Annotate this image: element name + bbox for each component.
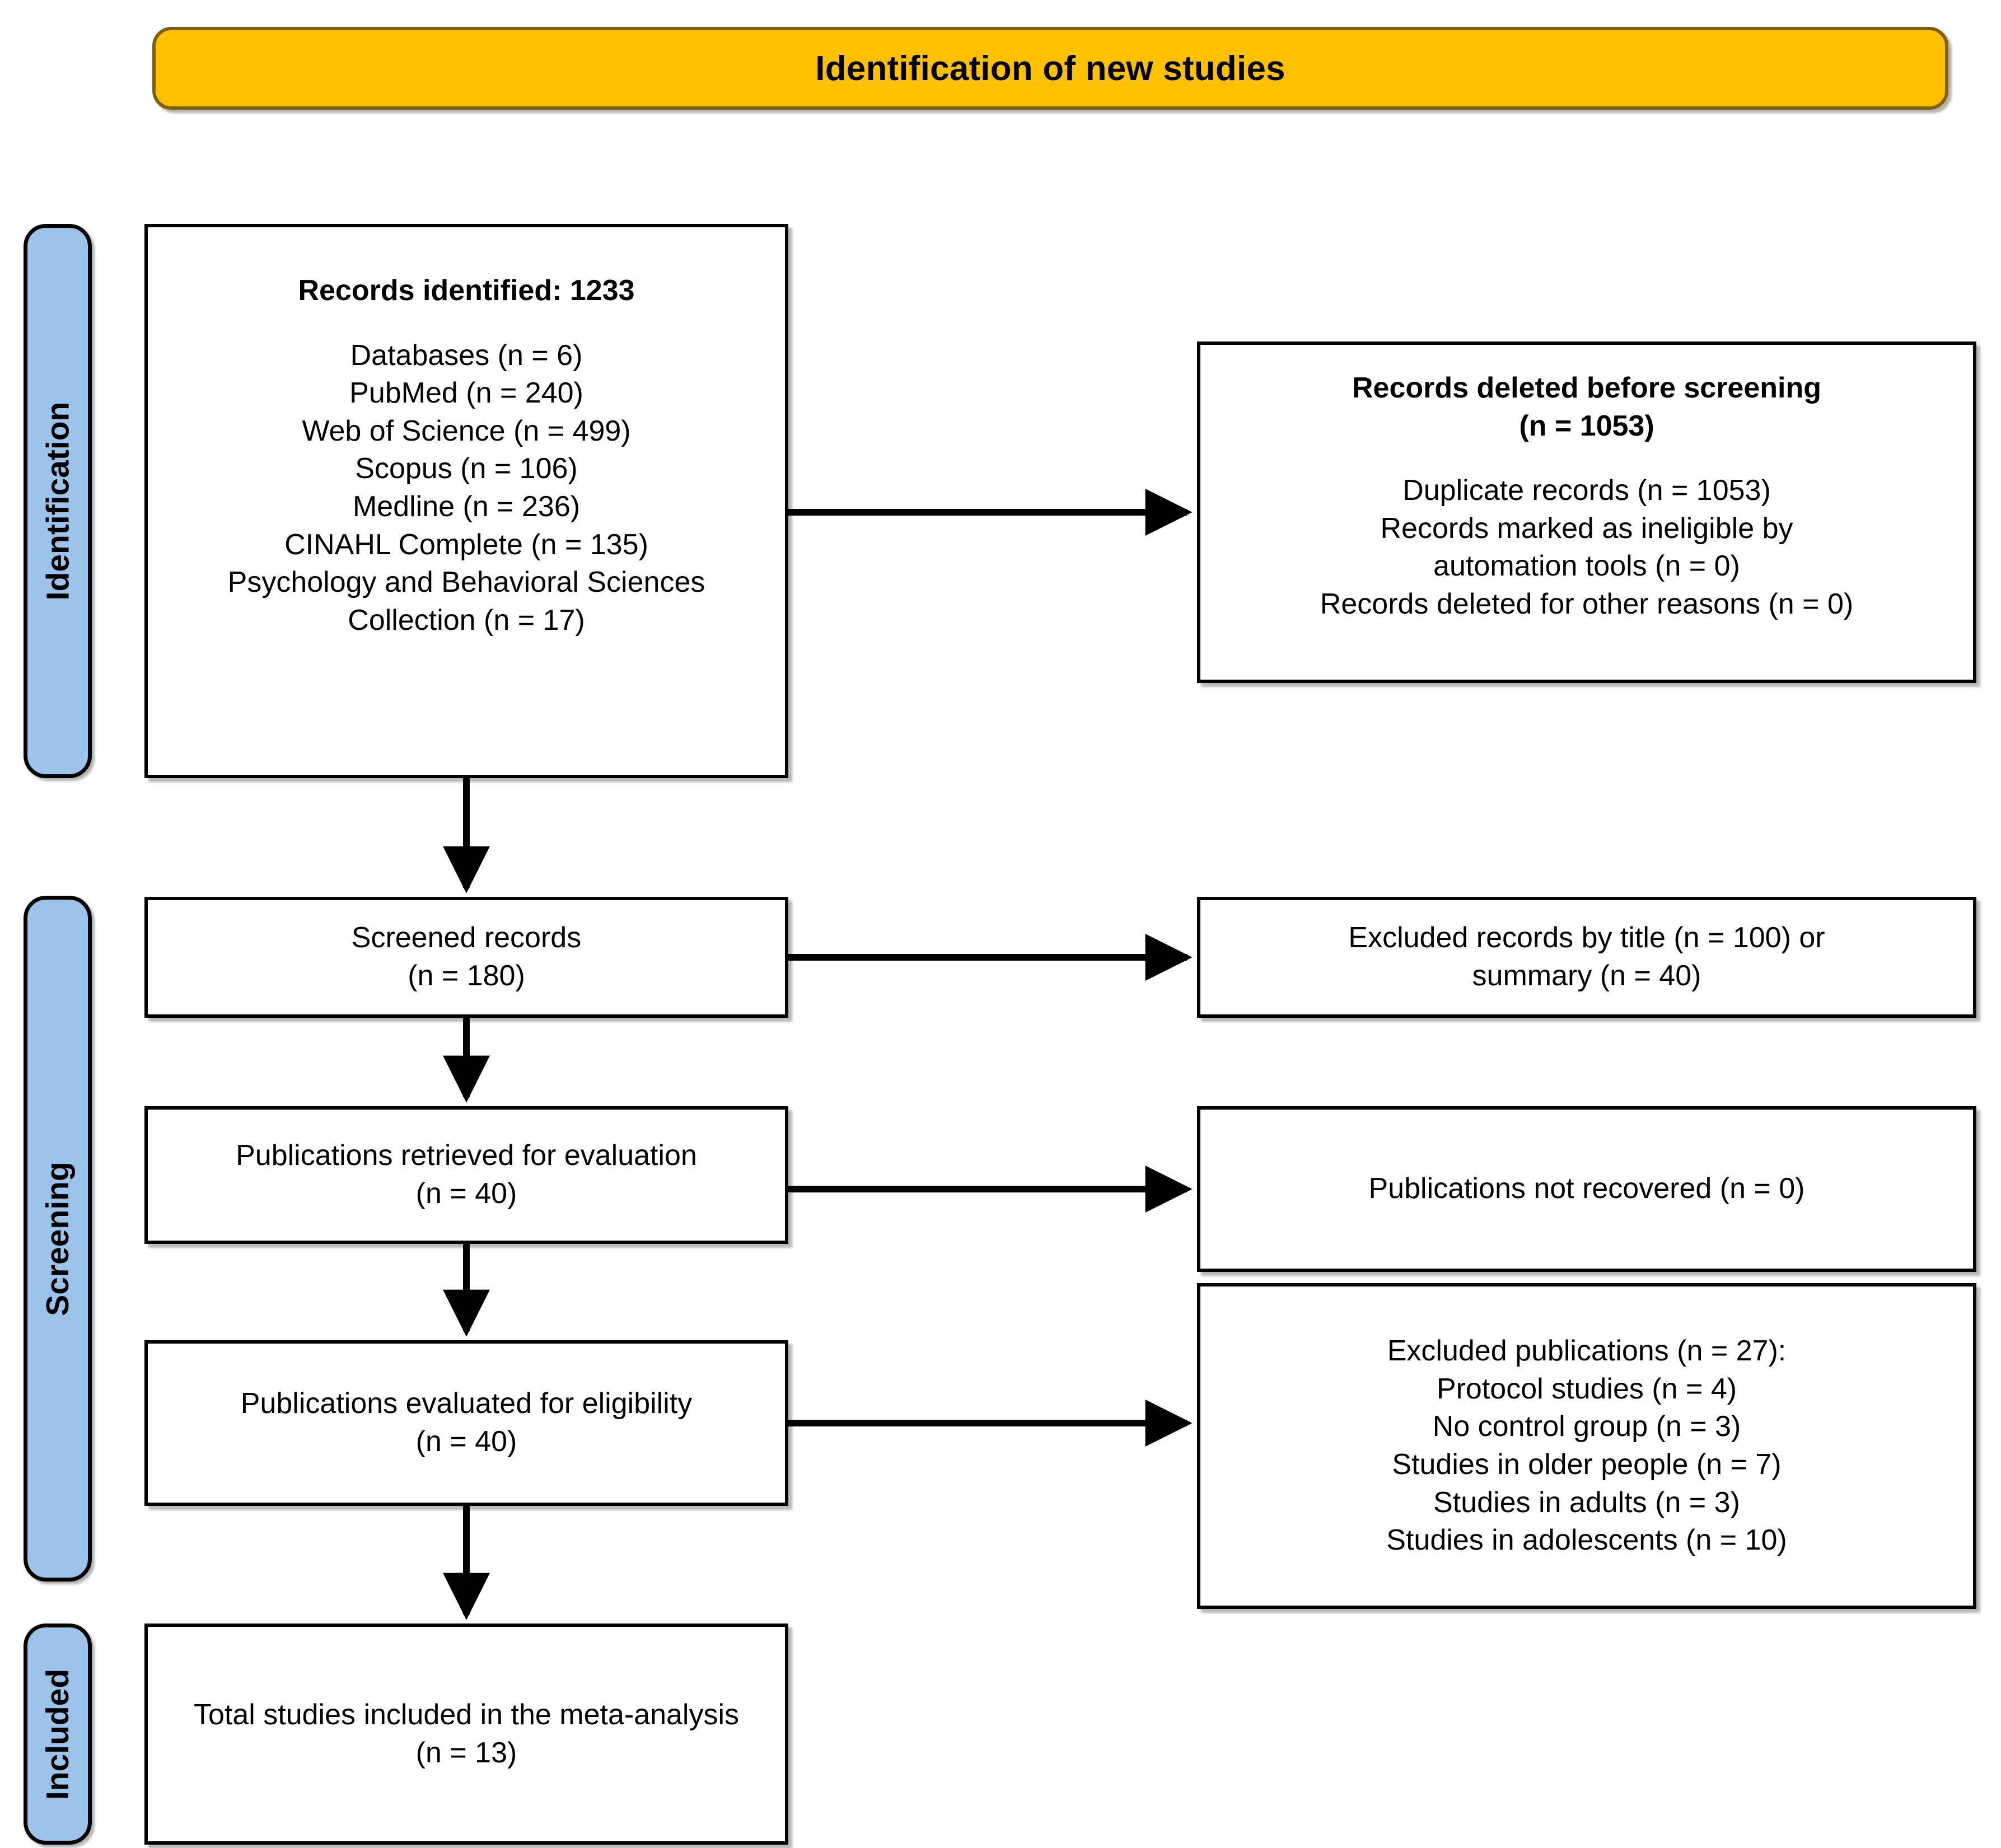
box-records-deleted-before-screening: Records deleted before screening (n = 10… (1197, 341, 1976, 683)
excluded-by-title-line1: Excluded records by title (n = 100) or (1348, 921, 1825, 955)
excluded-by-title-line2: summary (n = 40) (1472, 960, 1701, 992)
box-publications-not-recovered: Publications not recovered (n = 0) (1197, 1106, 1976, 1272)
records-deleted-line-duplicates: Duplicate records (n = 1053) (1402, 474, 1771, 507)
stage-label-included-text: Included (40, 1668, 76, 1800)
records-identified-line-psych-behav: Psychology and Behavioral Sciences (227, 566, 705, 599)
records-identified-line-pubmed: PubMed (n = 240) (349, 377, 583, 410)
stage-label-screening: Screening (24, 896, 92, 1582)
screened-records-label: Screened records (351, 921, 582, 955)
publications-evaluated-count: (n = 40) (415, 1425, 517, 1458)
publications-retrieved-count: (n = 40) (415, 1177, 517, 1210)
records-deleted-line-ineligible-2: automation tools (n = 0) (1433, 550, 1740, 583)
records-identified-line-medline: Medline (n = 236) (352, 490, 581, 523)
records-identified-line-collection: Collection (n = 17) (348, 603, 585, 637)
publications-evaluated-label: Publications evaluated for eligibility (240, 1387, 693, 1420)
identification-banner: Identification of new studies (152, 27, 1948, 110)
box-publications-evaluated: Publications evaluated for eligibility (… (144, 1340, 788, 1506)
banner-title: Identification of new studies (815, 49, 1285, 88)
records-identified-line-scopus: Scopus (n = 106) (355, 452, 578, 485)
records-deleted-heading-line2: (n = 1053) (1519, 409, 1654, 442)
stage-label-identification-text: Identification (40, 401, 76, 601)
total-studies-included-label: Total studies included in the meta-analy… (193, 1698, 740, 1731)
records-deleted-line-other-reasons: Records deleted for other reasons (n = 0… (1320, 587, 1854, 620)
stage-label-included: Included (24, 1624, 92, 1845)
box-publications-retrieved: Publications retrieved for evaluation (n… (144, 1106, 788, 1244)
records-identified-line-web-of-science: Web of Science (n = 499) (302, 414, 631, 447)
box-records-identified: Records identified: 1233 Databases (n = … (144, 224, 788, 778)
excluded-publications-no-control-group: No control group (n = 3) (1432, 1410, 1741, 1443)
excluded-publications-protocol-studies: Protocol studies (n = 4) (1436, 1372, 1737, 1405)
records-identified-line-cinahl: CINAHL Complete (n = 135) (284, 528, 648, 561)
box-total-studies-included: Total studies included in the meta-analy… (144, 1624, 788, 1845)
screened-records-count: (n = 180) (408, 960, 525, 992)
stage-label-screening-text: Screening (40, 1161, 76, 1316)
box-excluded-records-by-title: Excluded records by title (n = 100) or s… (1197, 897, 1976, 1018)
total-studies-included-count: (n = 13) (415, 1736, 517, 1769)
box-excluded-publications: Excluded publications (n = 27): Protocol… (1197, 1283, 1976, 1609)
excluded-publications-adults: Studies in adults (n = 3) (1433, 1486, 1740, 1519)
records-identified-heading: Records identified: 1233 (298, 274, 635, 307)
records-deleted-heading-line1: Records deleted before screening (1352, 372, 1822, 404)
records-deleted-line-ineligible-1: Records marked as ineligible by (1380, 512, 1793, 545)
records-identified-line-databases: Databases (n = 6) (350, 339, 583, 372)
publications-retrieved-label: Publications retrieved for evaluation (236, 1139, 697, 1172)
excluded-publications-heading: Excluded publications (n = 27): (1387, 1335, 1787, 1368)
excluded-publications-adolescents: Studies in adolescents (n = 10) (1386, 1524, 1787, 1557)
box-screened-records: Screened records (n = 180) (144, 897, 788, 1018)
excluded-publications-older-people: Studies in older people (n = 7) (1392, 1448, 1782, 1481)
stage-label-identification: Identification (24, 224, 92, 778)
publications-not-recovered-label: Publications not recovered (n = 0) (1368, 1172, 1805, 1205)
